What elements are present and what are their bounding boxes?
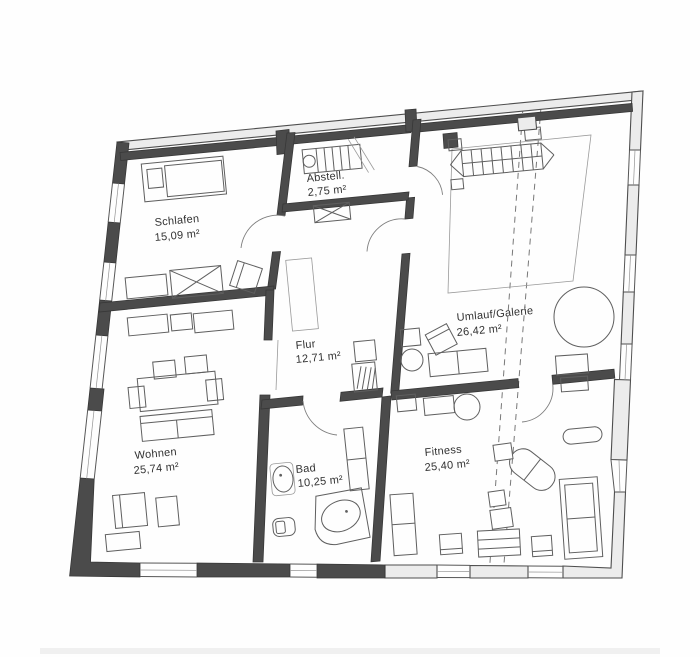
room-label-flur: Flur (295, 338, 316, 352)
door-arc-abstell (417, 166, 444, 195)
round-table (553, 286, 615, 348)
armchair (228, 259, 264, 295)
roof-slope-dashed-lines (488, 106, 542, 577)
washbasin (269, 461, 296, 497)
room-area-schlafen: 15,09 m² (154, 228, 200, 244)
door-arc-bad (302, 400, 338, 436)
gallery-sideboard (554, 353, 590, 393)
coffee-table (155, 495, 180, 528)
windows (79, 149, 641, 579)
side-table (400, 348, 424, 372)
room-area-wohnen: 25,74 m² (133, 461, 179, 477)
dining-set (127, 354, 225, 413)
gallery-void-outline (447, 134, 592, 294)
window (79, 409, 103, 480)
room-area-umlauf: 26,42 m² (456, 323, 502, 339)
dresser (124, 273, 169, 300)
doors (240, 166, 554, 436)
chimney (516, 115, 538, 132)
room-area-bad: 10,25 m² (297, 474, 343, 490)
door-arc-schlafen (240, 214, 286, 249)
window (627, 149, 641, 186)
window (107, 182, 125, 224)
hall-wardrobe (312, 201, 352, 224)
room-label-abstell: Abstell. (306, 170, 345, 185)
shelf (399, 327, 422, 348)
room-label-fitness: Fitness (424, 444, 462, 459)
gallery-sofa (427, 347, 489, 378)
window (99, 261, 117, 302)
sideboard (126, 309, 235, 337)
sofa (139, 409, 215, 442)
staircase-gallery (447, 126, 555, 191)
door-arc-flur (366, 218, 405, 252)
window (619, 343, 633, 381)
bath-cabinet (343, 426, 370, 492)
room-label-wohnen: Wohnen (134, 446, 177, 462)
bathtub (314, 487, 371, 546)
window (527, 565, 564, 579)
radiator (351, 339, 378, 393)
gym-equipment (389, 393, 604, 560)
hall-rug (285, 257, 319, 332)
room-label-bad: Bad (295, 462, 316, 476)
room-label-umlauf: Umlauf/Galerie (456, 305, 534, 324)
window (436, 564, 471, 579)
window (89, 334, 109, 390)
window (610, 459, 628, 493)
wardrobe (169, 265, 224, 299)
room-label-schlafen: Schlafen (154, 213, 200, 229)
window (622, 254, 637, 293)
exterior-walls-dark (69, 141, 386, 579)
room-labels: Schlafen 15,09 m² Abstell. 2,75 m² Umlau… (133, 170, 534, 490)
bed (140, 155, 228, 203)
window (289, 563, 318, 578)
window (139, 562, 198, 578)
staircase-abstell (301, 136, 375, 175)
interior-walls (98, 102, 634, 563)
scan-smudge (40, 648, 660, 654)
lowboard (104, 530, 142, 553)
room-area-flur: 12,71 m² (295, 350, 341, 366)
toilet (272, 517, 296, 537)
room-area-fitness: 25,40 m² (424, 458, 470, 474)
room-area-abstell: 2,75 m² (307, 183, 347, 199)
lounge-chair (111, 491, 149, 530)
door-arc-fitness (521, 384, 554, 423)
gallery-armchair (424, 322, 458, 356)
